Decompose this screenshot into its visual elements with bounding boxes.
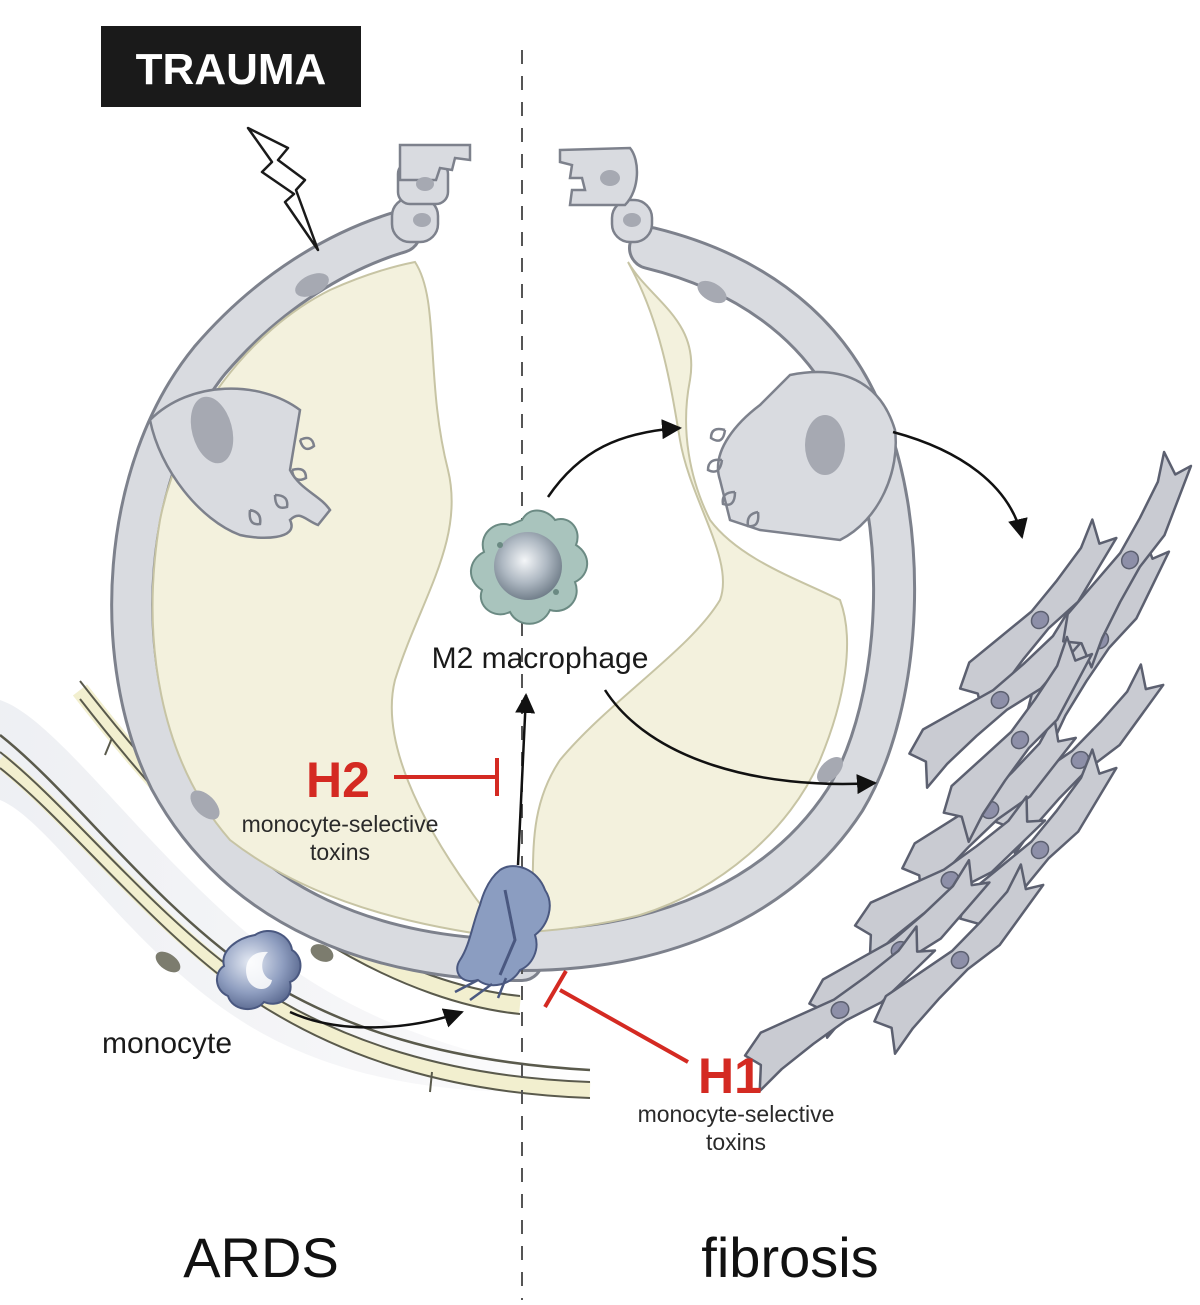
macrophage-cell-icon	[470, 509, 589, 625]
h2-description-line2: toxins	[310, 839, 370, 865]
fibrosis-panel-title: fibrosis	[701, 1226, 878, 1289]
h1-inhibition-bar	[543, 969, 568, 1009]
monocyte-label: monocyte	[102, 1027, 232, 1060]
ards-panel-title: ARDS	[183, 1226, 339, 1289]
monocyte-cell-icon	[216, 930, 302, 1011]
transmigrating-monocyte-icon	[454, 865, 551, 1002]
h1-label: H1	[698, 1048, 762, 1104]
arrow-macrophage-to-fibroblasts	[603, 689, 877, 795]
arrow-monocyte-to-macrophage	[515, 693, 536, 866]
m2-macrophage-label: M2 macrophage	[432, 642, 649, 675]
arrow-macrophage-to-epithelium	[546, 419, 682, 498]
h2-label: H2	[306, 752, 370, 808]
h1-description-line2: toxins	[706, 1129, 766, 1155]
alveolus-ards	[110, 143, 544, 982]
trauma-label: TRAUMA	[136, 45, 327, 94]
lightning-bolt-icon	[246, 126, 320, 252]
trauma-label-box: TRAUMA	[101, 26, 361, 107]
alveolus-fibrosis	[500, 146, 917, 972]
h2-description-line1: monocyte-selective	[242, 811, 439, 837]
h1-description-line1: monocyte-selective	[638, 1101, 835, 1127]
h1-inhibition-line	[559, 988, 689, 1064]
arrow-epithelium-to-fibroblasts	[892, 430, 1028, 539]
arrow-monocyte-to-vessel-wall	[289, 1008, 464, 1029]
